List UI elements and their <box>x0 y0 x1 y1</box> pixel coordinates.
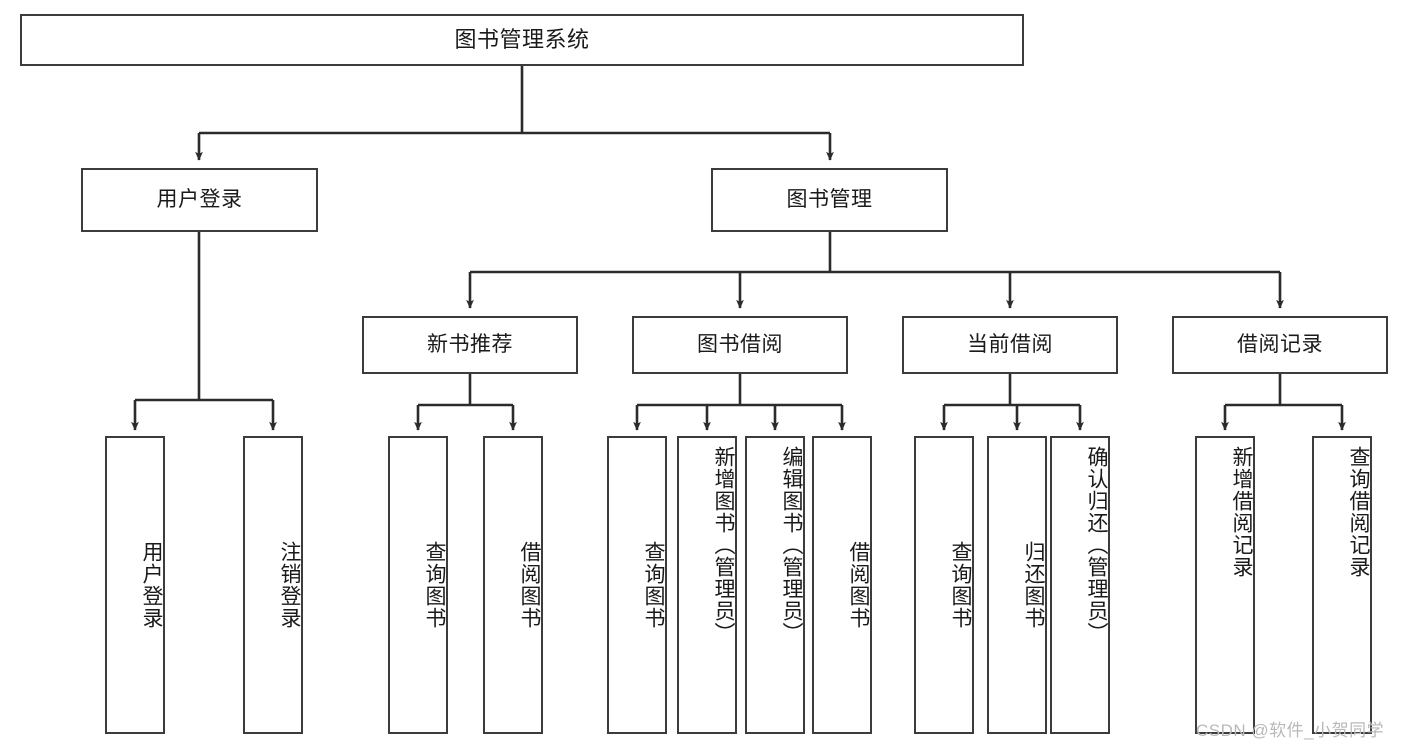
node-leaf-edit-book-label: 编辑图书（管理员） <box>780 446 803 644</box>
node-new-book-recommend[interactable]: 新书推荐 <box>362 316 578 374</box>
node-leaf-user-logout-label: 注销登录 <box>278 541 301 629</box>
node-leaf-user-logout[interactable]: 注销登录 <box>243 436 303 734</box>
node-root[interactable]: 图书管理系统 <box>20 14 1024 66</box>
node-leaf-query-record[interactable]: 查询借阅记录 <box>1312 436 1372 734</box>
node-book-manage[interactable]: 图书管理 <box>711 168 948 232</box>
node-leaf-edit-book[interactable]: 编辑图书（管理员） <box>745 436 805 734</box>
node-leaf-query-record-label: 查询借阅记录 <box>1347 446 1370 578</box>
node-borrow-record[interactable]: 借阅记录 <box>1172 316 1388 374</box>
node-leaf-query-book-2[interactable]: 查询图书 <box>607 436 667 734</box>
node-leaf-query-book-3-label: 查询图书 <box>949 541 972 629</box>
node-leaf-user-login[interactable]: 用户登录 <box>105 436 165 734</box>
node-book-borrow-label: 图书借阅 <box>697 333 783 357</box>
watermark: CSDN @软件_小贺同学 <box>1196 721 1385 740</box>
node-leaf-borrow-book-2-label: 借阅图书 <box>847 541 870 629</box>
node-leaf-borrow-book-1[interactable]: 借阅图书 <box>483 436 543 734</box>
node-leaf-return-book-label: 归还图书 <box>1022 541 1045 629</box>
node-leaf-return-book[interactable]: 归还图书 <box>987 436 1047 734</box>
node-leaf-query-book-3[interactable]: 查询图书 <box>914 436 974 734</box>
node-leaf-query-book-1-label: 查询图书 <box>423 541 446 629</box>
node-leaf-add-record-label: 新增借阅记录 <box>1230 446 1253 578</box>
node-leaf-add-book-label: 新增图书（管理员） <box>712 446 735 644</box>
node-current-borrow[interactable]: 当前借阅 <box>902 316 1118 374</box>
node-user-login-label: 用户登录 <box>156 188 243 212</box>
node-leaf-user-login-label: 用户登录 <box>140 541 163 629</box>
node-current-borrow-label: 当前借阅 <box>967 333 1053 357</box>
node-leaf-add-record[interactable]: 新增借阅记录 <box>1195 436 1255 734</box>
node-book-borrow[interactable]: 图书借阅 <box>632 316 848 374</box>
node-new-book-recommend-label: 新书推荐 <box>427 333 513 357</box>
node-user-login[interactable]: 用户登录 <box>81 168 318 232</box>
node-borrow-record-label: 借阅记录 <box>1237 333 1323 357</box>
node-leaf-query-book-1[interactable]: 查询图书 <box>388 436 448 734</box>
node-leaf-confirm-return-label: 确认归还（管理员） <box>1085 446 1108 644</box>
node-leaf-confirm-return[interactable]: 确认归还（管理员） <box>1050 436 1110 734</box>
node-leaf-add-book[interactable]: 新增图书（管理员） <box>677 436 737 734</box>
node-book-manage-label: 图书管理 <box>786 188 873 212</box>
node-leaf-borrow-book-1-label: 借阅图书 <box>518 541 541 629</box>
node-leaf-borrow-book-2[interactable]: 借阅图书 <box>812 436 872 734</box>
node-root-label: 图书管理系统 <box>454 26 590 52</box>
node-leaf-query-book-2-label: 查询图书 <box>642 541 665 629</box>
